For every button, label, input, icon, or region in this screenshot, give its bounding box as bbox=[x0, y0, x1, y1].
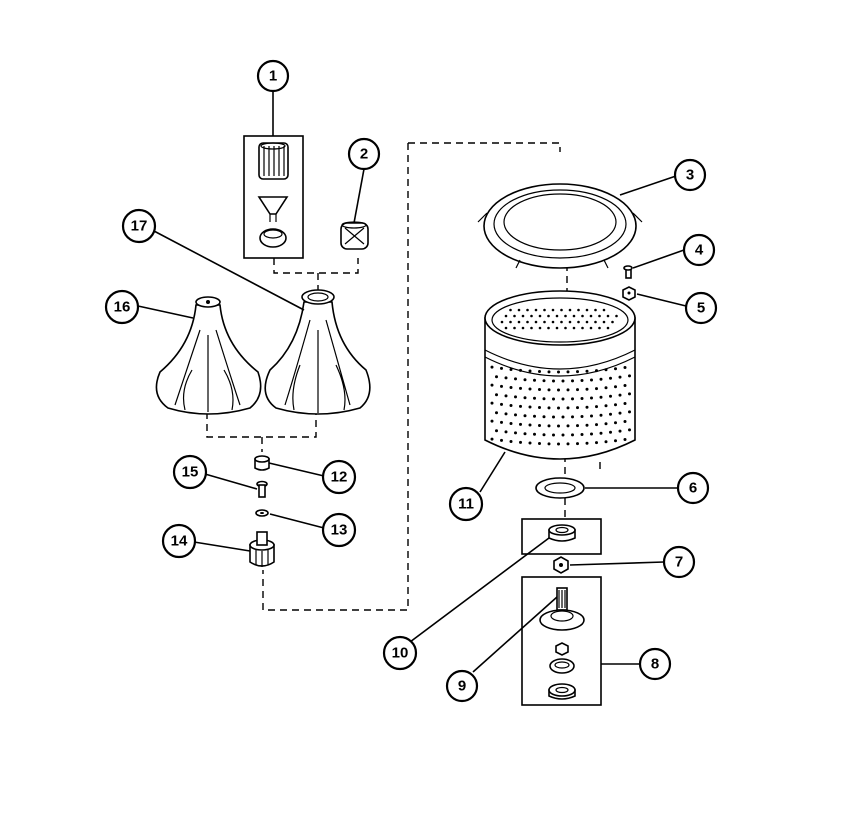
svg-text:5: 5 bbox=[697, 300, 705, 317]
bushing-icon bbox=[254, 455, 270, 471]
gasket-icon bbox=[535, 477, 585, 499]
assembly-guide-lines bbox=[206, 142, 601, 611]
bolt-icon bbox=[256, 480, 268, 498]
agitator-icon bbox=[264, 289, 371, 415]
balance-ring-icon bbox=[477, 183, 643, 269]
cap-filter-assembly-icon bbox=[243, 135, 304, 259]
callout-9: 9 bbox=[445, 669, 479, 703]
callout-1: 1 bbox=[256, 59, 290, 93]
screw-icon bbox=[623, 265, 633, 279]
svg-text:15: 15 bbox=[182, 464, 199, 481]
hub-icon bbox=[548, 524, 576, 542]
svg-text:4: 4 bbox=[695, 242, 704, 259]
svg-text:6: 6 bbox=[689, 480, 697, 497]
callout-3: 3 bbox=[673, 158, 707, 192]
svg-text:17: 17 bbox=[131, 218, 148, 235]
callout-4: 4 bbox=[682, 233, 716, 267]
cap-icon bbox=[340, 221, 369, 250]
callout-10: 10 bbox=[382, 635, 418, 671]
callout-12: 12 bbox=[321, 459, 357, 495]
nut-icon bbox=[553, 556, 569, 574]
svg-text:13: 13 bbox=[331, 522, 348, 539]
leader-lines bbox=[137, 91, 687, 673]
agitator-coupling-icon bbox=[249, 531, 275, 567]
svg-text:1: 1 bbox=[269, 68, 277, 85]
callout-5: 5 bbox=[684, 291, 718, 325]
callout-6: 6 bbox=[676, 471, 710, 505]
hub-seal-kit-box bbox=[521, 576, 602, 706]
callout-7: 7 bbox=[662, 545, 696, 579]
svg-text:8: 8 bbox=[651, 656, 659, 673]
nut-icon bbox=[622, 286, 636, 301]
callout-17: 17 bbox=[121, 208, 157, 244]
svg-text:16: 16 bbox=[114, 299, 131, 316]
agitator-icon bbox=[155, 296, 262, 415]
callout-2: 2 bbox=[347, 137, 381, 171]
hub-seal-kit-icon bbox=[539, 609, 585, 700]
svg-text:9: 9 bbox=[458, 678, 466, 695]
callout-16: 16 bbox=[104, 289, 140, 325]
svg-text:3: 3 bbox=[686, 167, 694, 184]
svg-text:12: 12 bbox=[331, 469, 348, 486]
callout-11: 11 bbox=[448, 486, 484, 522]
wash-basket-icon bbox=[484, 290, 636, 460]
svg-text:2: 2 bbox=[360, 146, 368, 163]
callout-13: 13 bbox=[321, 512, 357, 548]
callout-8: 8 bbox=[638, 647, 672, 681]
svg-text:11: 11 bbox=[458, 496, 474, 513]
callout-15: 15 bbox=[172, 454, 208, 490]
svg-text:7: 7 bbox=[675, 554, 683, 571]
svg-text:10: 10 bbox=[392, 645, 409, 662]
basket-perforations bbox=[490, 308, 631, 446]
svg-text:14: 14 bbox=[171, 533, 188, 550]
hub-nut-group-box bbox=[521, 518, 602, 555]
spline-shaft-icon bbox=[556, 587, 568, 611]
callout-14: 14 bbox=[161, 523, 197, 559]
washer-icon bbox=[255, 509, 269, 517]
